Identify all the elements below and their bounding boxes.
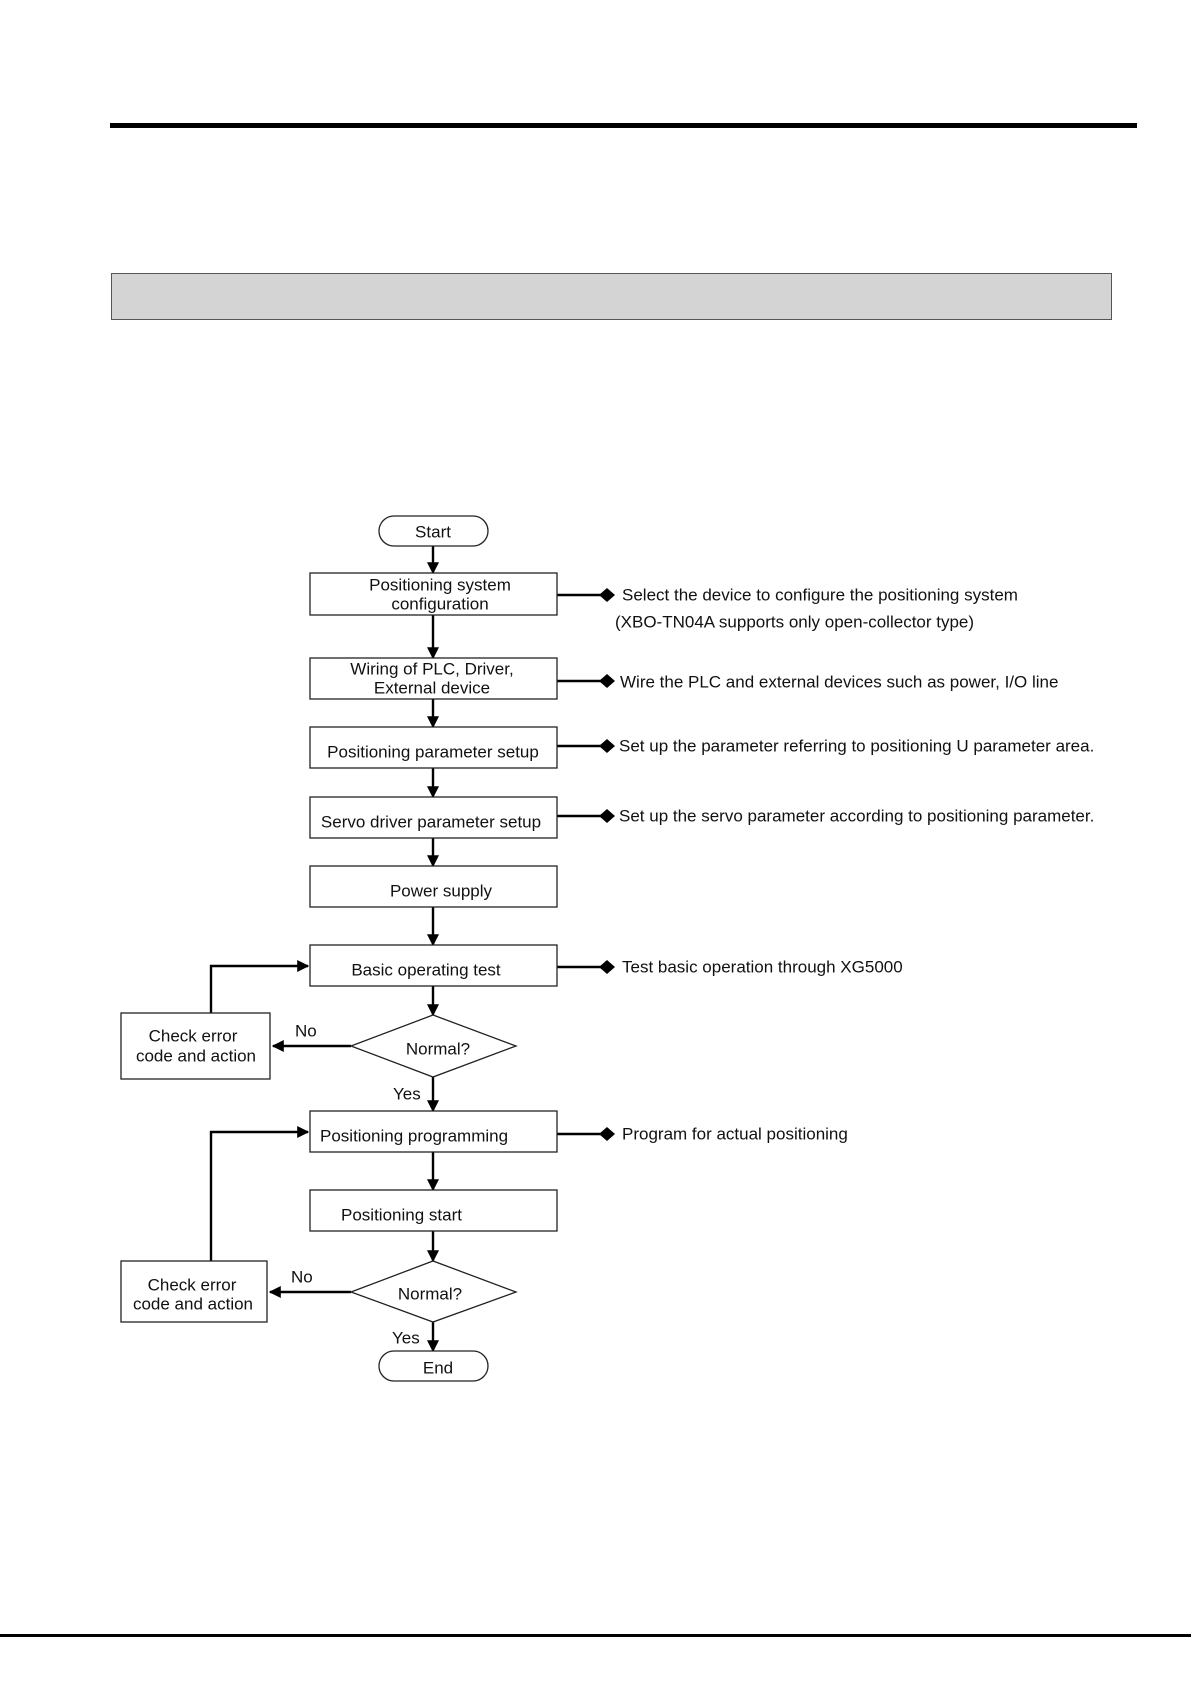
step-programming-label: Positioning programming bbox=[320, 1127, 508, 1146]
step-config-line1: Positioning system bbox=[369, 576, 511, 595]
decision-normal-1: Normal? bbox=[349, 1014, 518, 1078]
decision-normal-1-label: Normal? bbox=[406, 1040, 470, 1059]
step-wiring-line1: Wiring of PLC, Driver, bbox=[350, 660, 513, 679]
header-rule bbox=[110, 123, 1137, 128]
error-box-2: Check error code and action bbox=[120, 1260, 268, 1323]
footer-rule bbox=[0, 1634, 1191, 1637]
end-terminal: End bbox=[378, 1350, 489, 1382]
end-label: End bbox=[423, 1359, 453, 1378]
step-config-line2: configuration bbox=[391, 595, 488, 614]
note-config-line1: Select the device to configure the posit… bbox=[622, 586, 1018, 605]
decision-normal-2: Normal? bbox=[349, 1260, 518, 1323]
step-positioning-start: Positioning start bbox=[309, 1189, 558, 1232]
step-param-label: Positioning parameter setup bbox=[327, 743, 539, 762]
note-config-line2: (XBO-TN04A supports only open-collector … bbox=[615, 613, 974, 632]
no-label-1: No bbox=[295, 1022, 317, 1041]
error-box-1-line1: Check error bbox=[149, 1027, 238, 1046]
yes-label-1: Yes bbox=[393, 1085, 421, 1104]
error-box-2-line2: code and action bbox=[133, 1295, 253, 1314]
note-servo: Set up the servo parameter according to … bbox=[619, 807, 1094, 826]
note-wiring: Wire the PLC and external devices such a… bbox=[620, 673, 1058, 692]
start-terminal: Start bbox=[378, 515, 489, 547]
start-label: Start bbox=[415, 523, 451, 542]
decision-normal-2-label: Normal? bbox=[398, 1285, 462, 1304]
step-power: Power supply bbox=[309, 865, 558, 908]
note-param: Set up the parameter referring to positi… bbox=[619, 737, 1094, 756]
section-heading-bar bbox=[111, 273, 1112, 320]
step-posstart-label: Positioning start bbox=[341, 1206, 462, 1225]
note-basic: Test basic operation through XG5000 bbox=[622, 958, 903, 977]
step-wiring: Wiring of PLC, Driver, External device bbox=[309, 657, 558, 700]
connectors bbox=[209, 546, 439, 1353]
step-power-label: Power supply bbox=[390, 882, 493, 901]
note-connectors bbox=[557, 588, 615, 1141]
step-basic-label: Basic operating test bbox=[351, 961, 501, 980]
step-servo-label: Servo driver parameter setup bbox=[321, 813, 541, 832]
step-servo: Servo driver parameter setup bbox=[309, 796, 558, 839]
step-wiring-line2: External device bbox=[374, 679, 490, 698]
step-param: Positioning parameter setup bbox=[309, 726, 558, 769]
error-box-1: Check error code and action bbox=[120, 1012, 271, 1080]
yes-label-2: Yes bbox=[392, 1329, 420, 1348]
note-prog: Program for actual positioning bbox=[622, 1125, 848, 1144]
no-label-2: No bbox=[291, 1268, 313, 1287]
step-config: Positioning system configuration bbox=[309, 572, 558, 616]
step-basic-test: Basic operating test bbox=[309, 944, 558, 987]
step-programming: Positioning programming bbox=[309, 1110, 558, 1153]
error-box-1-line2: code and action bbox=[136, 1047, 256, 1066]
error-box-2-line1: Check error bbox=[148, 1276, 237, 1295]
